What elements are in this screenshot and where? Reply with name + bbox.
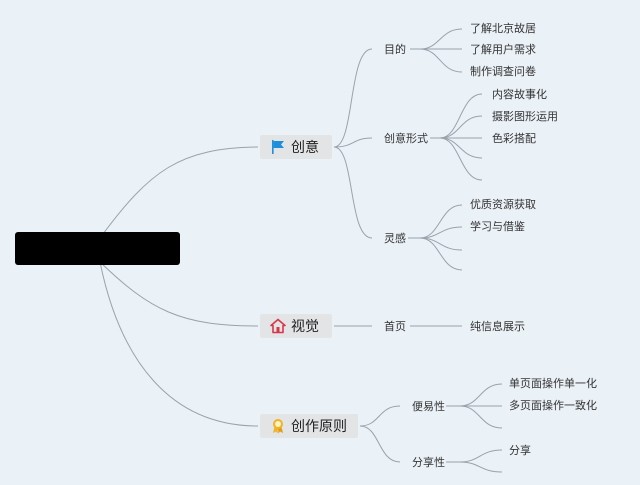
edge-root-visual — [99, 261, 259, 327]
leaf-home-1[interactable]: 纯信息展示 — [470, 320, 525, 333]
edge-root-principles — [99, 261, 259, 427]
subtopic-purpose[interactable]: 目的 — [384, 43, 406, 56]
subtopic-inspiration[interactable]: 灵感 — [384, 232, 406, 245]
subtopic-form[interactable]: 创意形式 — [384, 132, 428, 145]
leaf-purpose-1[interactable]: 了解北京故居 — [470, 22, 536, 35]
edge-creative-inspiration — [333, 146, 373, 239]
award-medal-icon — [273, 419, 283, 434]
leaf-purpose-2[interactable]: 了解用户需求 — [470, 43, 536, 56]
topic-principles[interactable]: 创作原则 — [260, 414, 358, 438]
edge-creative-purpose — [333, 48, 373, 148]
leaf-inspiration-2[interactable]: 学习与借鉴 — [470, 220, 525, 233]
leaf-share-1[interactable]: 分享 — [509, 444, 531, 457]
topic-visual-label: 视觉 — [291, 319, 319, 335]
leaf-ease-1[interactable]: 单页面操作单一化 — [509, 377, 597, 390]
blue-flag-icon — [272, 140, 284, 154]
topic-visual[interactable]: 视觉 — [260, 314, 332, 338]
topic-principles-label: 创作原则 — [291, 419, 347, 435]
leaf-purpose-3[interactable]: 制作调查问卷 — [470, 65, 536, 78]
subtopic-ease[interactable]: 便易性 — [412, 400, 445, 413]
subtopic-home[interactable]: 首页 — [384, 320, 406, 333]
subtopic-share[interactable]: 分享性 — [412, 456, 445, 469]
topic-creative-label: 创意 — [291, 140, 319, 156]
leaf-ease-2[interactable]: 多页面操作一致化 — [509, 399, 597, 412]
leaf-form-1[interactable]: 内容故事化 — [492, 88, 547, 101]
topic-creative[interactable]: 创意 — [260, 135, 332, 159]
edge-creative-form — [333, 137, 373, 148]
leaf-inspiration-1[interactable]: 优质资源获取 — [470, 198, 536, 211]
leaf-form-3[interactable]: 色彩搭配 — [492, 132, 536, 145]
edge-root-creative — [99, 146, 259, 239]
root-topic-redacted[interactable] — [15, 232, 180, 265]
house-icon — [270, 318, 286, 334]
leaf-form-2[interactable]: 摄影图形运用 — [492, 110, 558, 123]
